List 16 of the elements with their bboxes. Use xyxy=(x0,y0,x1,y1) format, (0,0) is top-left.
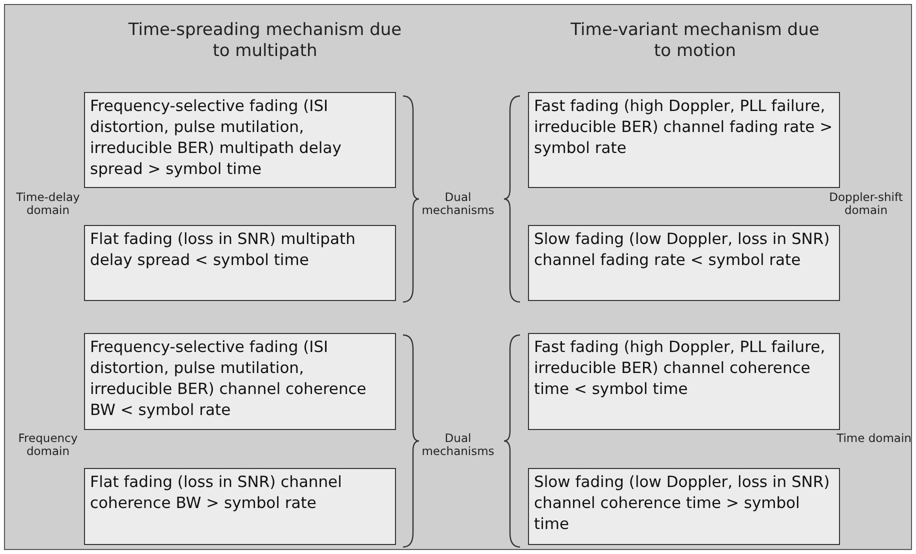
text-box: Slow fading (low Doppler, loss in SNR) channel fading rate < symbol rate xyxy=(528,225,840,301)
text-box: Flat fading (loss in SNR) multipath delay spread < symbol time xyxy=(84,225,396,301)
text-box: Slow fading (low Doppler, loss in SNR) channel coherence time > symbol time xyxy=(528,468,840,545)
heading: Time-variant mechanism due to motion xyxy=(570,20,820,62)
text-box: Frequency-selective fading (ISI distortion, pulse mutilation, irreducible BER) multipath delay spread > symbol time xyxy=(84,92,396,188)
axis-label: Frequency domain xyxy=(17,432,79,458)
axis-label: Doppler-shift domain xyxy=(828,191,904,217)
axis-label: Dual mechanisms xyxy=(420,432,496,458)
text-box: Frequency-selective fading (ISI distortion, pulse mutilation, irreducible BER) channel coherence BW < symbol rate xyxy=(84,333,396,430)
heading: Time-spreading mechanism due to multipath xyxy=(127,20,403,62)
axis-label: Time domain xyxy=(836,432,912,445)
text-box: Fast fading (high Doppler, PLL failure, irreducible BER) channel coherence time < symbol time xyxy=(528,333,840,430)
axis-label: Dual mechanisms xyxy=(420,191,496,217)
text-box: Flat fading (loss in SNR) channel coherence BW > symbol rate xyxy=(84,468,396,545)
text-box: Fast fading (high Doppler, PLL failure, irreducible BER) channel fading rate > symbol rate xyxy=(528,92,840,188)
axis-label: Time-delay domain xyxy=(15,191,81,217)
